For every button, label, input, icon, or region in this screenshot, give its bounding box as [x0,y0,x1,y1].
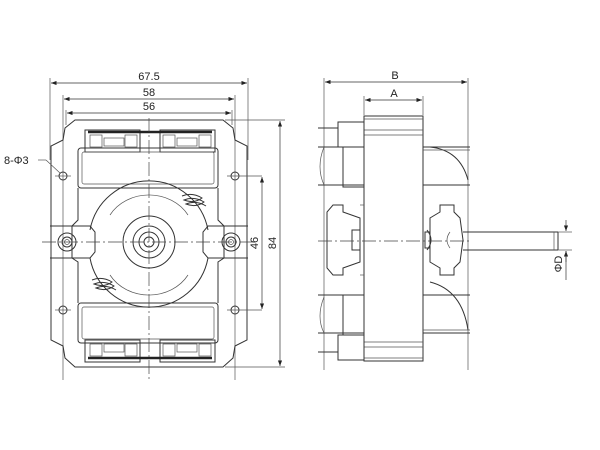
dim-shaft-diameter: ΦD [553,256,565,273]
dim-overall-height: 84 [267,237,279,249]
hole-callout: 8-Φ3 [4,155,29,167]
dim-mid-width: 58 [143,87,155,99]
side-view: B A [318,70,572,370]
dim-hole-spacing: 46 [249,237,261,249]
front-view: 67.5 58 56 [4,71,285,382]
dim-overall-width: 67.5 [138,71,159,83]
dim-stack-a: A [390,88,398,100]
dim-depth-b: B [391,70,398,82]
dim-inner-width: 56 [143,101,155,113]
